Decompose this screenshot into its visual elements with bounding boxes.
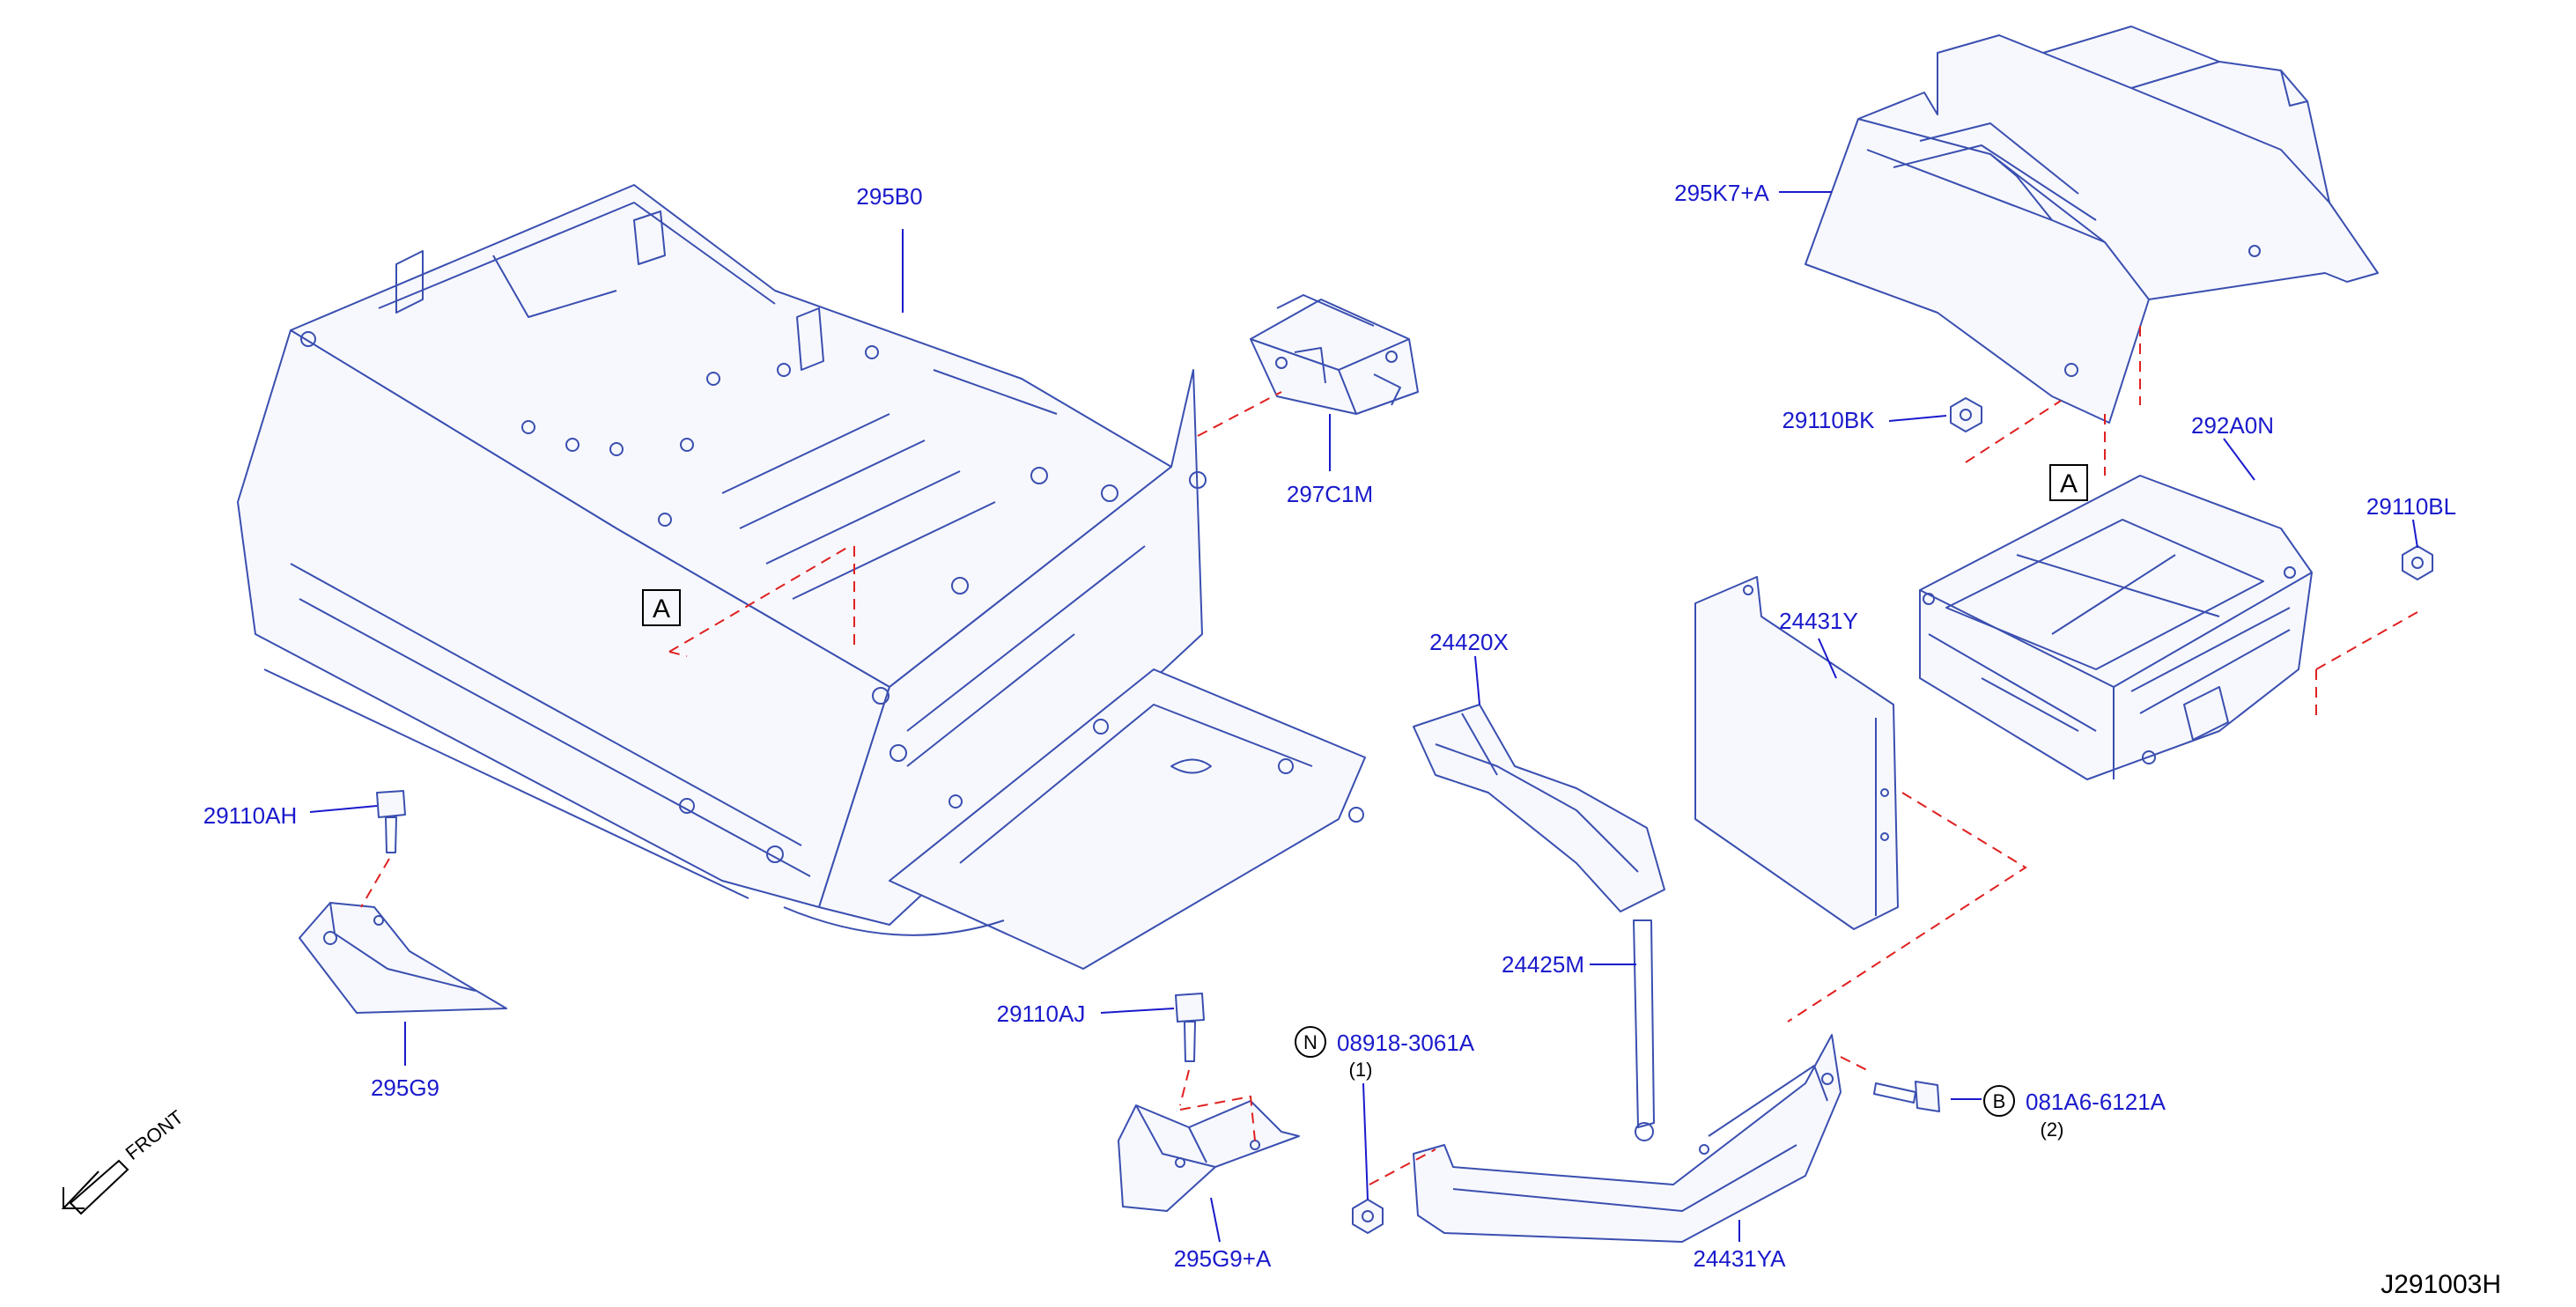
nut-symbol: N xyxy=(1303,1031,1318,1053)
bolt-symbol: B xyxy=(1993,1090,2006,1112)
front-indicator: FRONT xyxy=(61,1106,188,1215)
relay-block-part xyxy=(1250,294,1419,415)
controller-unit-part xyxy=(1919,475,2313,780)
quantity-08918: (1) xyxy=(1349,1059,1373,1081)
reference-box-right: A xyxy=(2049,464,2088,501)
reference-box-left: A xyxy=(642,589,681,626)
label-08918: 08918-3061A xyxy=(1337,1030,1475,1056)
leader-lines xyxy=(309,191,2418,1243)
label-081a6: 081A6-6121A xyxy=(2026,1089,2166,1115)
nut-29110bl xyxy=(2402,545,2433,580)
label-24431y: 24431Y xyxy=(1779,608,1858,634)
label-29110ah: 29110AH xyxy=(203,802,298,829)
nut-callout: N 08918-3061A (1) xyxy=(1295,1026,1475,1081)
label-29110bl: 29110BL xyxy=(2366,493,2456,520)
lower-bracket-part xyxy=(1413,1034,1842,1243)
battery-tray-frame xyxy=(237,184,1366,970)
reference-a-left: A xyxy=(653,594,670,624)
phantom-lines xyxy=(360,326,2418,1185)
bracket-295g9a-part xyxy=(1118,1100,1300,1212)
rod-part xyxy=(1633,919,1655,1141)
label-24431ya: 24431YA xyxy=(1693,1245,1786,1272)
reference-a-right: A xyxy=(2060,469,2078,498)
bracket-295g9-part xyxy=(299,902,507,1014)
side-plate-part xyxy=(1694,576,1899,930)
quantity-081a6: (2) xyxy=(2041,1119,2064,1141)
bolt-29110ah xyxy=(376,790,406,853)
nut-29110bk xyxy=(1950,397,1982,432)
nut-08918 xyxy=(1352,1199,1384,1234)
label-29110bk: 29110BK xyxy=(1782,407,1875,433)
label-295b0: 295B0 xyxy=(856,183,922,210)
label-24420x: 24420X xyxy=(1429,629,1509,655)
label-24425m: 24425M xyxy=(1502,951,1584,978)
bolt-29110aj xyxy=(1175,993,1205,1062)
label-292a0n: 292A0N xyxy=(2191,412,2274,439)
diagram-id: J291003H xyxy=(2380,1270,2501,1299)
label-295g9a: 295G9+A xyxy=(1174,1245,1272,1272)
front-arrow-icon xyxy=(61,1159,129,1215)
front-label: FRONT xyxy=(122,1106,188,1164)
harness-bracket-part xyxy=(1413,704,1665,912)
cover-part xyxy=(1805,26,2379,424)
label-295k7a: 295K7+A xyxy=(1674,180,1769,206)
label-29110aj: 29110AJ xyxy=(997,1001,1086,1027)
bolt-081a6 xyxy=(1873,1081,1940,1112)
bolt-callout: B 081A6-6121A (2) xyxy=(1983,1085,2166,1141)
label-297c1m: 297C1M xyxy=(1287,481,1373,507)
label-295g9: 295G9 xyxy=(371,1074,439,1101)
